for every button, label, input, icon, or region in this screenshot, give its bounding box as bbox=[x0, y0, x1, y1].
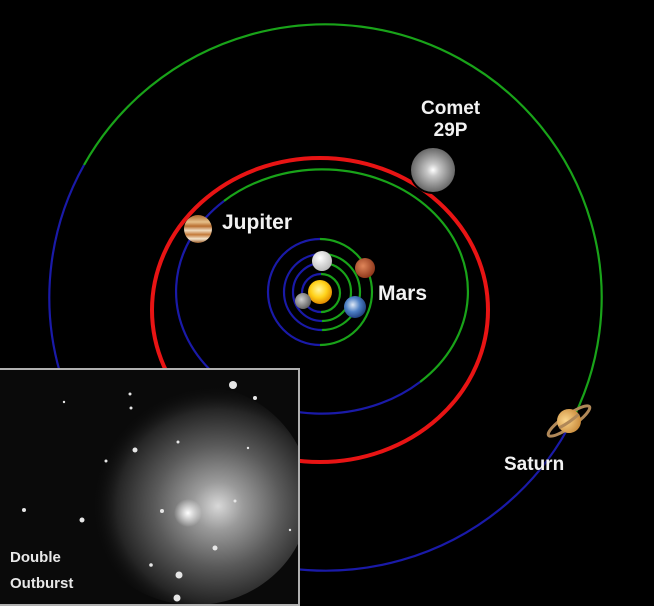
venus-icon bbox=[312, 251, 332, 271]
inset-caption: Double Outburst bbox=[10, 545, 73, 597]
saturn-label: Saturn bbox=[504, 454, 565, 475]
comet-29p-icon bbox=[409, 146, 457, 194]
saturn-icon bbox=[546, 404, 592, 438]
comet-photo bbox=[0, 370, 298, 604]
comet-label: Comet 29P bbox=[421, 98, 480, 142]
mercury-orbit bbox=[300, 272, 342, 314]
earth-icon bbox=[344, 296, 366, 318]
inset-caption-line2: Outburst bbox=[10, 575, 74, 592]
jupiter-icon bbox=[184, 215, 212, 243]
jupiter-label: Jupiter bbox=[222, 211, 293, 234]
mars-icon bbox=[355, 258, 375, 278]
mars-orbit bbox=[266, 237, 374, 347]
comet-outburst-photo-inset: Double Outburst bbox=[0, 368, 300, 606]
sun-icon bbox=[308, 280, 332, 304]
venus-orbit bbox=[291, 261, 353, 323]
comet-label-line2: 29P bbox=[433, 120, 468, 141]
mars-label: Mars bbox=[378, 282, 428, 305]
earth-orbit bbox=[282, 252, 362, 332]
comet-label-line1: Comet bbox=[421, 98, 481, 119]
comet-orbit bbox=[150, 156, 490, 464]
inset-caption-line1: Double bbox=[10, 549, 61, 566]
mercury-icon bbox=[295, 293, 311, 309]
